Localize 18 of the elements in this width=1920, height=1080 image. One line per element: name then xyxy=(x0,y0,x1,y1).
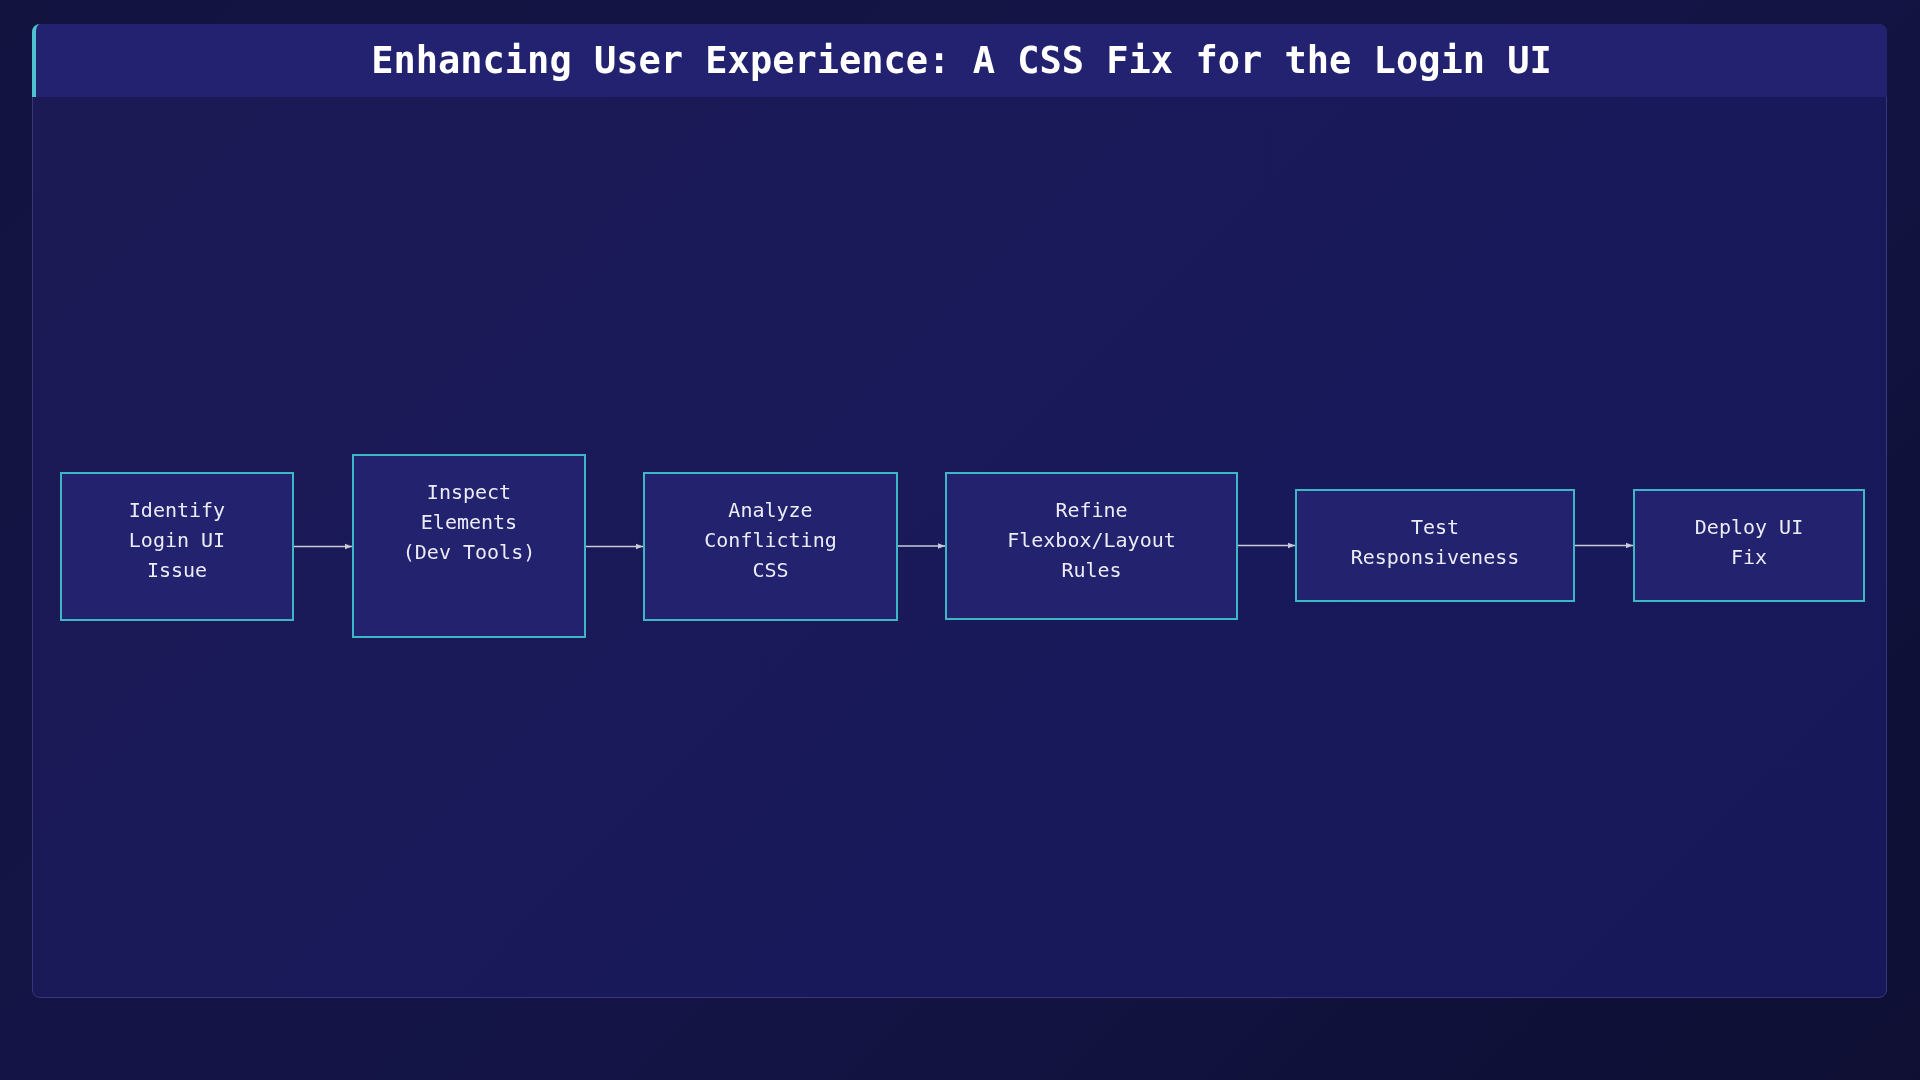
title: Enhancing User Experience: A CSS Fix for the Login UI xyxy=(371,38,1552,83)
arrow xyxy=(293,543,353,550)
process-box xyxy=(945,472,1238,620)
step-label: Deploy UI Fix xyxy=(1693,514,1805,571)
step-label: Analyze Conflicting CSS xyxy=(703,497,838,584)
process-box xyxy=(60,472,294,621)
step-label: Test Responsiveness xyxy=(1349,514,1521,571)
arrow xyxy=(897,543,946,549)
step-label: Refine Flexbox/Layout Rules xyxy=(1006,497,1177,584)
arrow xyxy=(1574,542,1634,549)
step-label: Inspect Elements (Dev Tools) xyxy=(401,479,537,566)
process-box xyxy=(1633,489,1865,602)
process-box xyxy=(1295,489,1575,602)
process-box xyxy=(643,472,898,621)
step-label: Identify Login UI Issue xyxy=(127,497,227,584)
process-box xyxy=(352,454,586,638)
arrow xyxy=(585,543,644,550)
arrow xyxy=(1237,542,1296,549)
